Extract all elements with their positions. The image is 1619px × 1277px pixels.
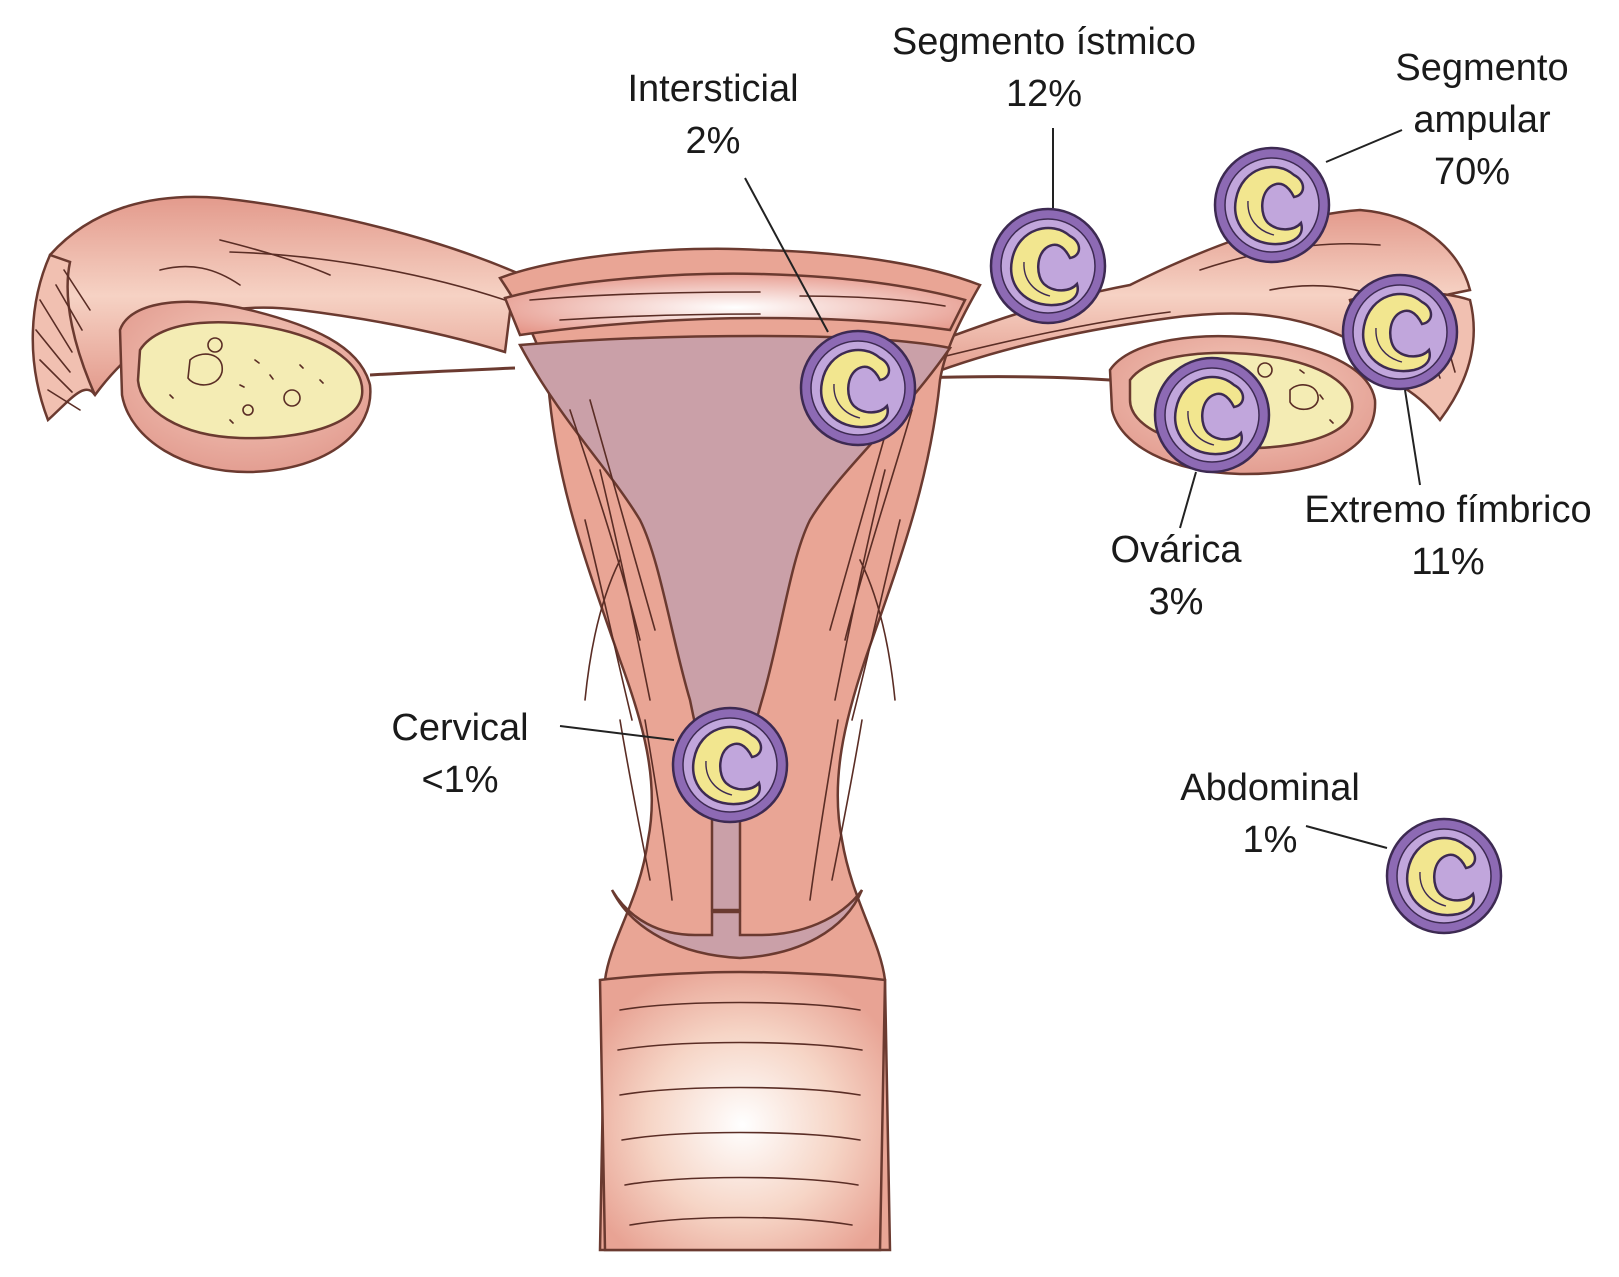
- label-fimbrico: Extremo fímbrico 11%: [1304, 489, 1591, 583]
- embryo-fimbrico: [1343, 275, 1457, 389]
- label-abdominal: Abdominal 1%: [1180, 767, 1360, 861]
- label-istmico-name: Segmento ístmico: [892, 21, 1196, 63]
- embryo-intersticial: [801, 331, 915, 445]
- embryo-ampular: [1215, 148, 1329, 262]
- label-ampular-line2: ampular: [1413, 99, 1551, 141]
- embryo-istmico: [991, 209, 1105, 323]
- label-ovarica: Ovárica 3%: [1111, 529, 1243, 623]
- label-cervical: Cervical <1%: [391, 707, 528, 801]
- label-abdominal-name: Abdominal: [1180, 767, 1360, 809]
- label-abdominal-percent: 1%: [1243, 819, 1298, 861]
- leader-abdominal: [1306, 826, 1387, 848]
- label-intersticial-name: Intersticial: [627, 68, 798, 110]
- label-intersticial: Intersticial 2%: [627, 68, 798, 162]
- label-ovarica-percent: 3%: [1149, 581, 1204, 623]
- label-cervical-name: Cervical: [391, 707, 528, 749]
- label-ovarica-name: Ovárica: [1111, 529, 1243, 571]
- label-fimbrico-name: Extremo fímbrico: [1304, 489, 1591, 531]
- label-cervical-percent: <1%: [421, 759, 498, 801]
- label-ampular-line1: Segmento: [1395, 47, 1568, 89]
- label-ampular: Segmento ampular 70%: [1395, 47, 1568, 193]
- leader-ovarica: [1180, 472, 1196, 528]
- leader-fimbrico: [1405, 390, 1420, 485]
- label-ampular-percent: 70%: [1434, 151, 1510, 193]
- embryo-abdominal: [1387, 819, 1501, 933]
- label-intersticial-percent: 2%: [686, 120, 741, 162]
- embryo-cervical: [673, 708, 787, 822]
- embryo-ovarica: [1155, 358, 1269, 472]
- label-fimbrico-percent: 11%: [1411, 541, 1484, 583]
- label-istmico-percent: 12%: [1006, 73, 1082, 115]
- label-istmico: Segmento ístmico 12%: [892, 21, 1196, 115]
- leader-ampular: [1326, 130, 1402, 162]
